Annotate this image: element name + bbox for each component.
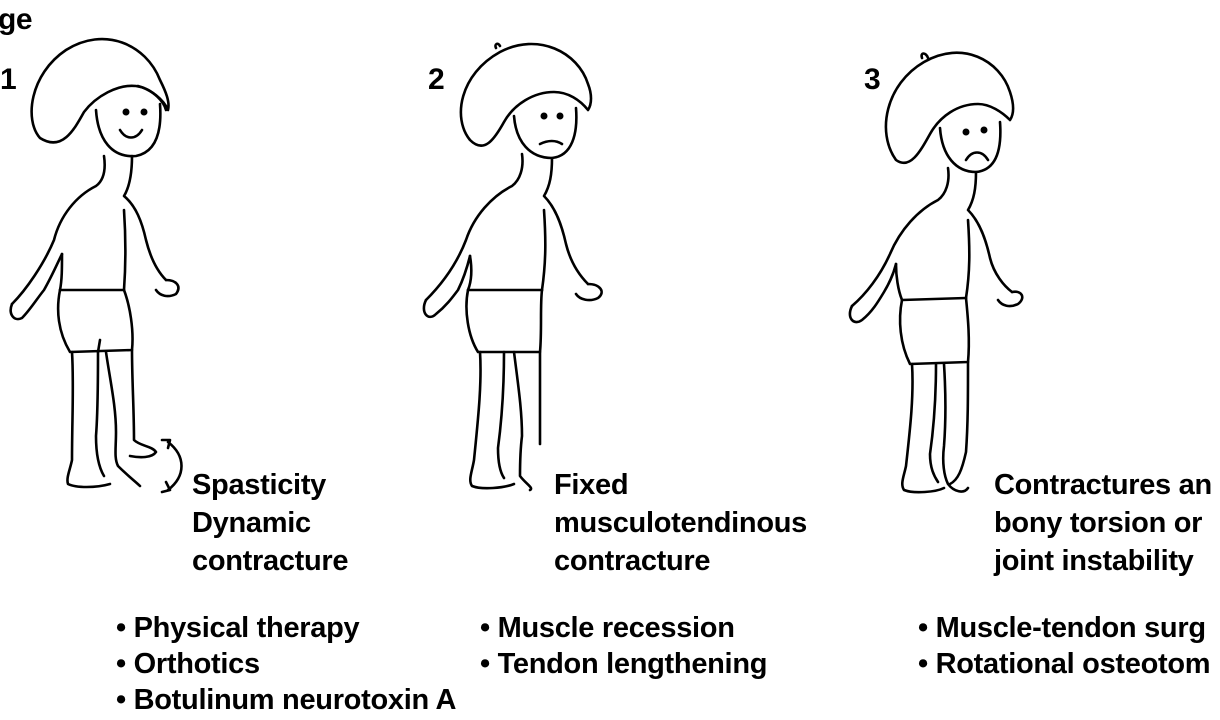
stage-1-description-line: contracture: [192, 545, 349, 577]
curved-double-arrow-icon: [166, 440, 183, 492]
stage-2-description-line: Fixed: [554, 469, 629, 501]
stage-2-description: Fixed musculotendinous contracture: [554, 466, 807, 580]
child-sad-icon: [848, 51, 1024, 494]
list-item: Orthotics: [116, 646, 456, 682]
stage-1-treatment-list: Physical therapy Orthotics Botulinum neu…: [116, 610, 457, 718]
child-smiling-icon: [9, 37, 183, 494]
stage-2-treatment-list: Muscle recession Tendon lengthening: [480, 610, 768, 682]
stage-3-description-line: Contractures an: [994, 469, 1212, 501]
stage-1-number: 1: [0, 63, 17, 96]
stage-3-description-line: bony torsion or: [994, 507, 1203, 539]
stage-3-description: Contractures an bony torsion or joint in…: [994, 466, 1212, 580]
stage-1-description: Spasticity Dynamic contracture: [192, 466, 349, 580]
stage-1-description-line: Spasticity: [192, 469, 326, 501]
stage-3-number: 3: [864, 63, 881, 96]
list-item: Muscle-tendon surg: [918, 610, 1210, 646]
list-item: Physical therapy: [116, 610, 456, 646]
diagram-heading: ge: [0, 3, 33, 36]
list-item: Muscle recession: [480, 610, 767, 646]
stage-2-description-line: musculotendinous: [554, 507, 807, 539]
list-item: Tendon lengthening: [480, 646, 768, 682]
stage-2-number: 2: [428, 63, 445, 96]
stage-1-description-line: Dynamic: [192, 507, 311, 539]
stage-3-description-line: joint instability: [994, 545, 1194, 577]
list-item: Rotational osteotom: [918, 646, 1211, 682]
list-item: Botulinum neurotoxin A: [116, 682, 457, 718]
child-neutral-icon: [422, 42, 603, 492]
stage-2-description-line: contracture: [554, 545, 711, 577]
stage-3-treatment-list: Muscle-tendon surg Rotational osteotom: [918, 610, 1211, 682]
